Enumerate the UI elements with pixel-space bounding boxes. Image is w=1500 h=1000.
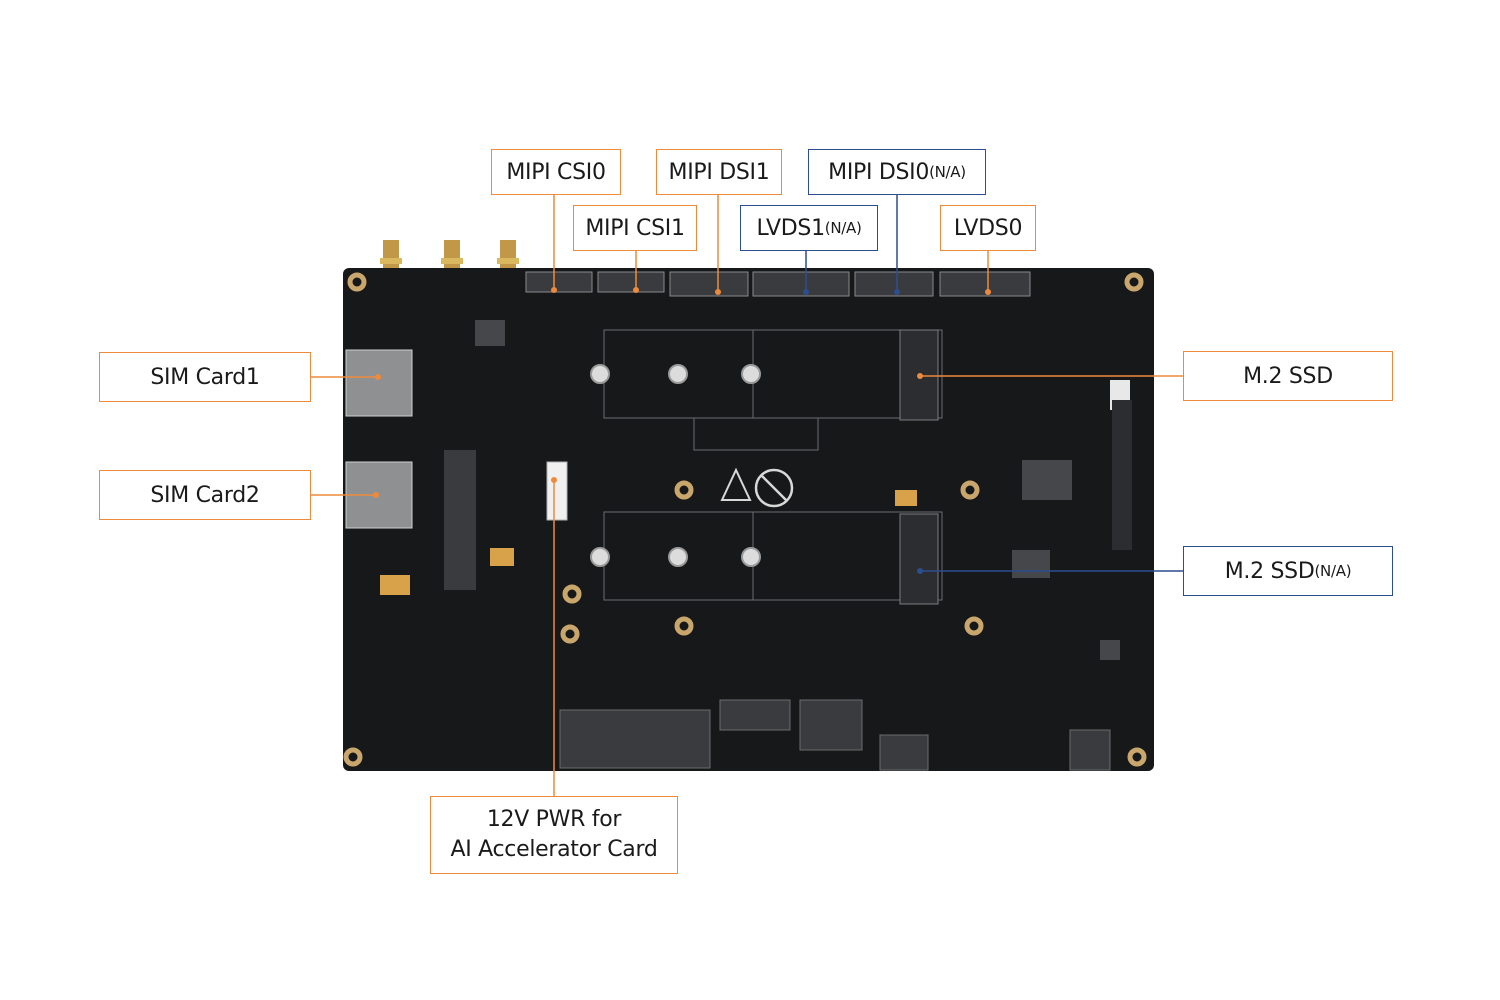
label-12v-pwr-line2: AI Accelerator Card: [450, 837, 658, 862]
label-sim-card2: SIM Card2: [99, 470, 311, 520]
label-sim-card2-text: SIM Card2: [150, 482, 260, 508]
label-mipi-csi0: MIPI CSI0: [491, 149, 621, 195]
bottom-connectors: [559, 699, 1111, 771]
pin-header: [444, 450, 476, 590]
leader-lines-orange: [311, 194, 1183, 796]
label-lvds1-suffix: (N/A): [824, 219, 862, 237]
label-mipi-csi1: MIPI CSI1: [573, 205, 697, 251]
label-lvds0: LVDS0: [940, 205, 1036, 251]
label-mipi-dsi1-text: MIPI DSI1: [668, 159, 770, 185]
label-m2-ssd-na-text: M.2 SSD: [1224, 558, 1315, 584]
label-12v-pwr-line1: 12V PWR for: [486, 807, 622, 832]
label-mipi-dsi0-suffix: (N/A): [929, 163, 966, 181]
mount-holes: [343, 272, 1147, 767]
label-mipi-csi1-text: MIPI CSI1: [585, 215, 685, 241]
power-connector-12v: [546, 461, 568, 521]
components: [380, 320, 1132, 660]
label-lvds1-text: LVDS1: [756, 215, 825, 241]
fpc-connectors: [525, 271, 1031, 297]
label-m2-ssd-na: M.2 SSD(N/A): [1183, 546, 1393, 596]
leader-endpoints: [373, 287, 991, 574]
label-mipi-dsi1: MIPI DSI1: [656, 149, 782, 195]
label-sim-card1: SIM Card1: [99, 352, 311, 402]
esd-warning-icon: [720, 467, 752, 501]
pb-free-icon: [754, 468, 794, 508]
label-m2-ssd-text: M.2 SSD: [1243, 363, 1333, 389]
label-m2-ssd: M.2 SSD: [1183, 351, 1393, 401]
label-m2-ssd-na-suffix: (N/A): [1314, 562, 1352, 580]
label-mipi-dsi0: MIPI DSI0(N/A): [808, 149, 986, 195]
label-12v-pwr: 12V PWR for AI Accelerator Card: [430, 796, 678, 874]
m2-standoffs: [590, 364, 761, 567]
m2-slots: [899, 329, 939, 605]
label-mipi-dsi0-text: MIPI DSI0: [828, 159, 930, 185]
label-mipi-csi0-text: MIPI CSI0: [506, 159, 606, 185]
leader-lines-blue: [805, 194, 1183, 572]
pcb-board: [343, 268, 1154, 771]
label-sim-card1-text: SIM Card1: [150, 364, 260, 390]
label-lvds1: LVDS1(N/A): [740, 205, 878, 251]
label-lvds0-text: LVDS0: [953, 215, 1023, 241]
